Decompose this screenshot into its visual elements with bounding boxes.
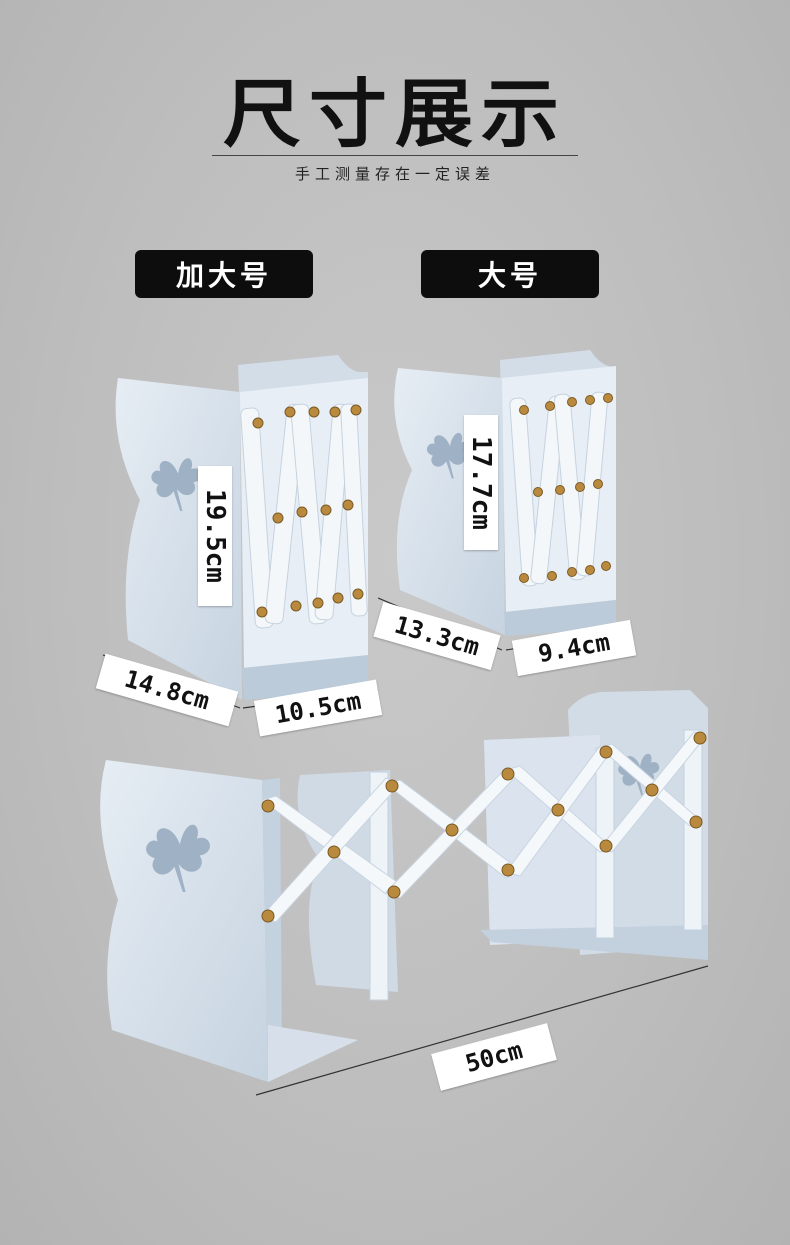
dim-xl-height: 19.5cm bbox=[198, 466, 232, 606]
title-divider bbox=[212, 155, 578, 156]
bookend-large bbox=[394, 350, 616, 636]
dim-l-height: 17.7cm bbox=[464, 415, 498, 550]
size-tag-extra-large: 加大号 bbox=[135, 250, 313, 298]
bookend-extended bbox=[100, 690, 708, 1082]
size-tag-large: 大号 bbox=[421, 250, 599, 298]
page-title: 尺寸展示 bbox=[222, 71, 567, 158]
page-subtitle: 手工测量存在一定误差 bbox=[294, 165, 495, 183]
bookend-extra-large bbox=[115, 355, 368, 700]
